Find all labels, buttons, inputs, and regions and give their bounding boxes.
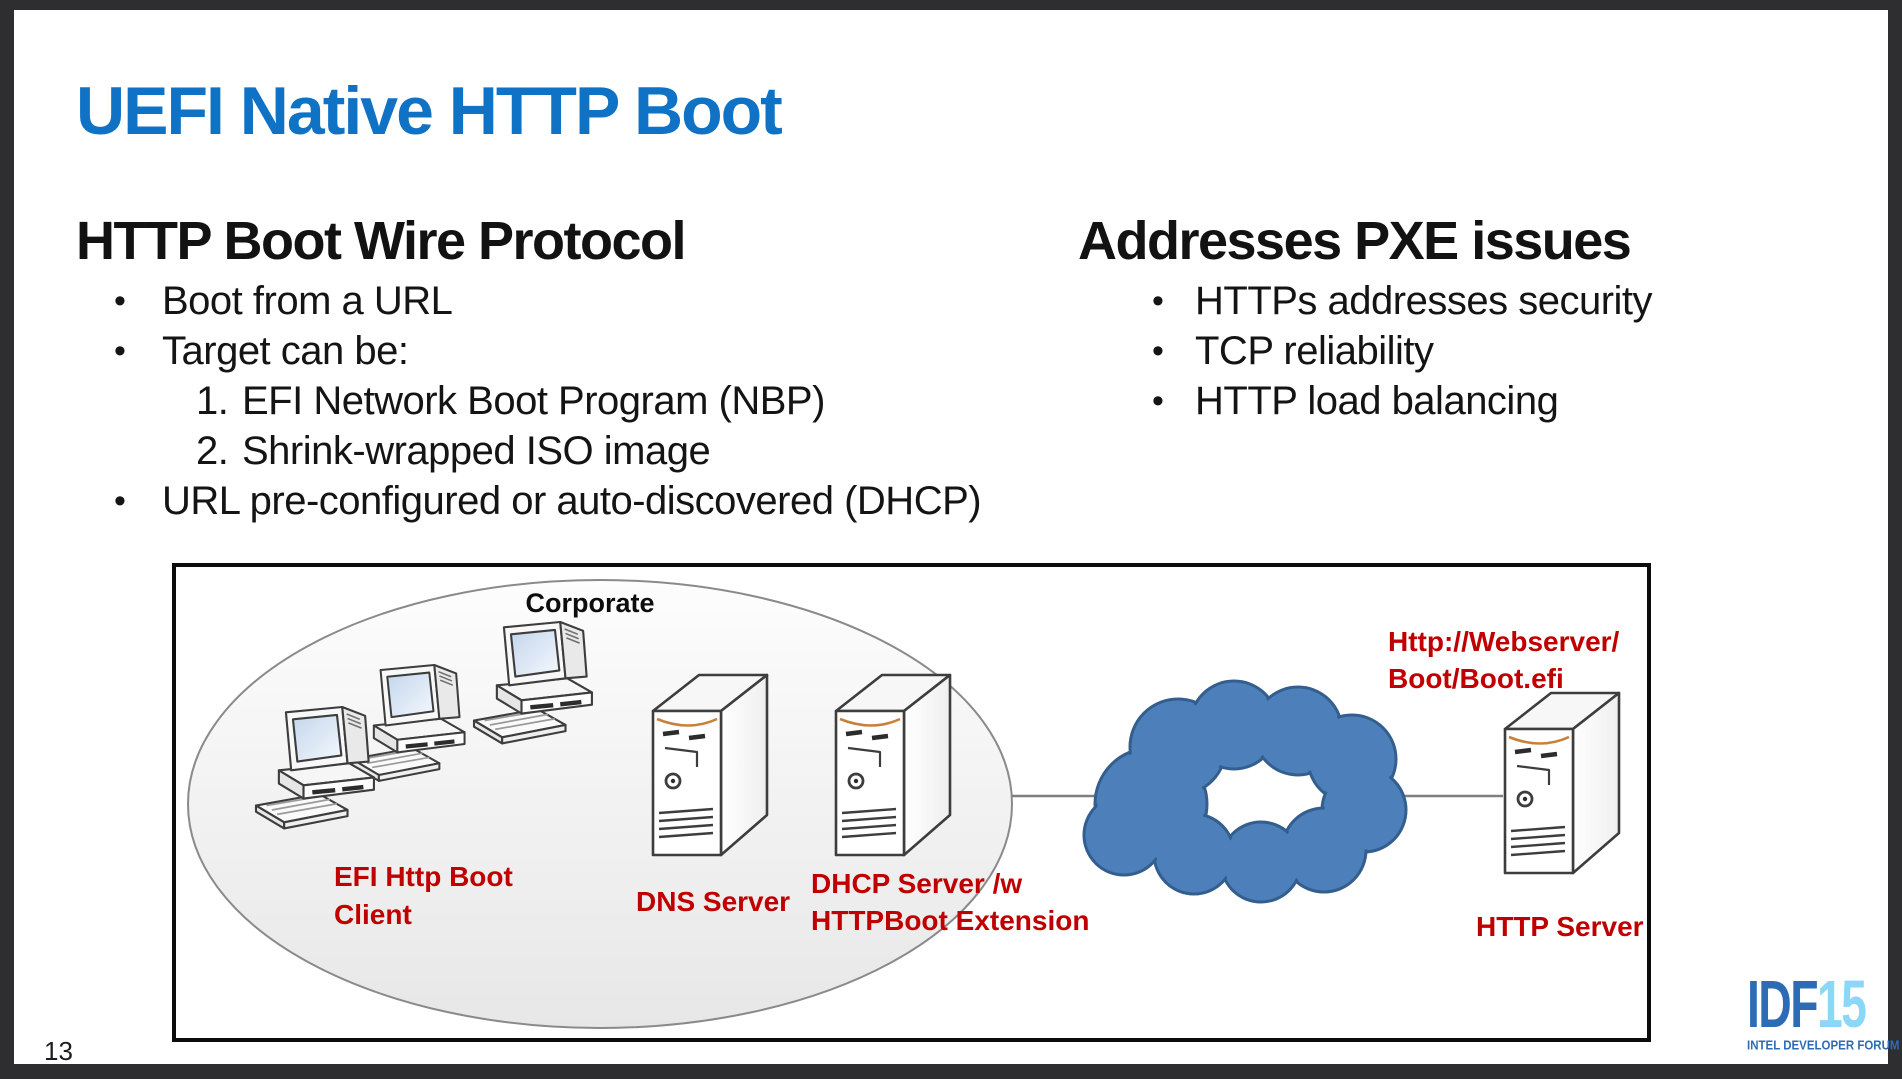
- bullet-marker: •: [114, 332, 126, 370]
- http-server-label: HTTP Server: [1476, 911, 1644, 942]
- slide-title: UEFI Native HTTP Boot: [76, 73, 783, 149]
- idf15-logo-wordmark: IDF15: [1747, 971, 1867, 1039]
- logo-idf-text: IDF: [1747, 967, 1819, 1043]
- list-item: • HTTPs addresses security: [1152, 276, 1653, 326]
- boot-url-line1: Http://Webserver/: [1388, 626, 1620, 657]
- right-bullet-list: • HTTPs addresses security • TCP reliabi…: [1152, 276, 1653, 426]
- corporate-zone-label: Corporate: [525, 588, 654, 618]
- list-item: • HTTP load balancing: [1152, 376, 1652, 426]
- list-item: • Boot from a URL: [114, 276, 981, 326]
- list-item-numbered: 1. EFI Network Boot Program (NBP): [196, 376, 981, 426]
- logo-year-text: 15: [1816, 967, 1867, 1043]
- boot-url-line2: Boot/Boot.efi: [1388, 663, 1564, 694]
- list-item-numbered: 2. Shrink-wrapped ISO image: [196, 426, 981, 476]
- list-item-text: EFI Network Boot Program (NBP): [242, 379, 825, 423]
- list-item: • TCP reliability: [1152, 326, 1652, 376]
- http-server-icon: [1505, 693, 1619, 873]
- network-diagram-svg: Corporate EFI Http Boot Client DNS Serve…: [187, 579, 1644, 1029]
- number-marker: 1.: [196, 379, 229, 423]
- client-label-line2: Client: [334, 899, 412, 930]
- bullet-marker: •: [1152, 382, 1164, 420]
- page-number: 13: [44, 1036, 73, 1066]
- dhcp-server-icon: [836, 675, 950, 855]
- dns-server-label: DNS Server: [636, 886, 790, 917]
- list-item-text: HTTP load balancing: [1195, 379, 1559, 423]
- dns-server-icon: [653, 675, 767, 855]
- dhcp-server-label-line1: DHCP Server /w: [811, 868, 1022, 899]
- idf15-logo-subtitle: INTEL DEVELOPER FORUM: [1747, 1038, 1900, 1053]
- client-label-line1: EFI Http Boot: [334, 861, 513, 892]
- list-item: • Target can be:: [114, 326, 981, 376]
- bullet-marker: •: [1152, 332, 1164, 370]
- internet-cloud-icon: [1082, 679, 1408, 904]
- bullet-marker: •: [114, 482, 126, 520]
- list-item-text: Shrink-wrapped ISO image: [242, 429, 711, 473]
- network-diagram: Corporate EFI Http Boot Client DNS Serve…: [172, 563, 1651, 1042]
- list-item-text: Boot from a URL: [162, 279, 453, 323]
- bullet-marker: •: [114, 282, 126, 320]
- list-item-text: HTTPs addresses security: [1195, 279, 1653, 323]
- dhcp-server-label-line2: HTTPBoot Extension: [811, 905, 1089, 936]
- bullet-marker: •: [1152, 282, 1164, 320]
- list-item-text: TCP reliability: [1195, 329, 1434, 373]
- idf15-logo: IDF15 INTEL DEVELOPER FORUM: [1747, 971, 1900, 1068]
- left-section-heading: HTTP Boot Wire Protocol: [76, 211, 687, 271]
- list-item: • URL pre-configured or auto-discovered …: [114, 476, 982, 526]
- number-marker: 2.: [196, 429, 229, 473]
- slide-canvas: UEFI Native HTTP Boot HTTP Boot Wire Pro…: [14, 10, 1900, 1066]
- list-item-text: URL pre-configured or auto-discovered (D…: [162, 479, 982, 523]
- left-bullet-list: • Boot from a URL • Target can be: 1. EF…: [76, 276, 982, 526]
- list-item-text: Target can be:: [162, 329, 409, 373]
- right-section-heading: Addresses PXE issues: [1078, 211, 1632, 271]
